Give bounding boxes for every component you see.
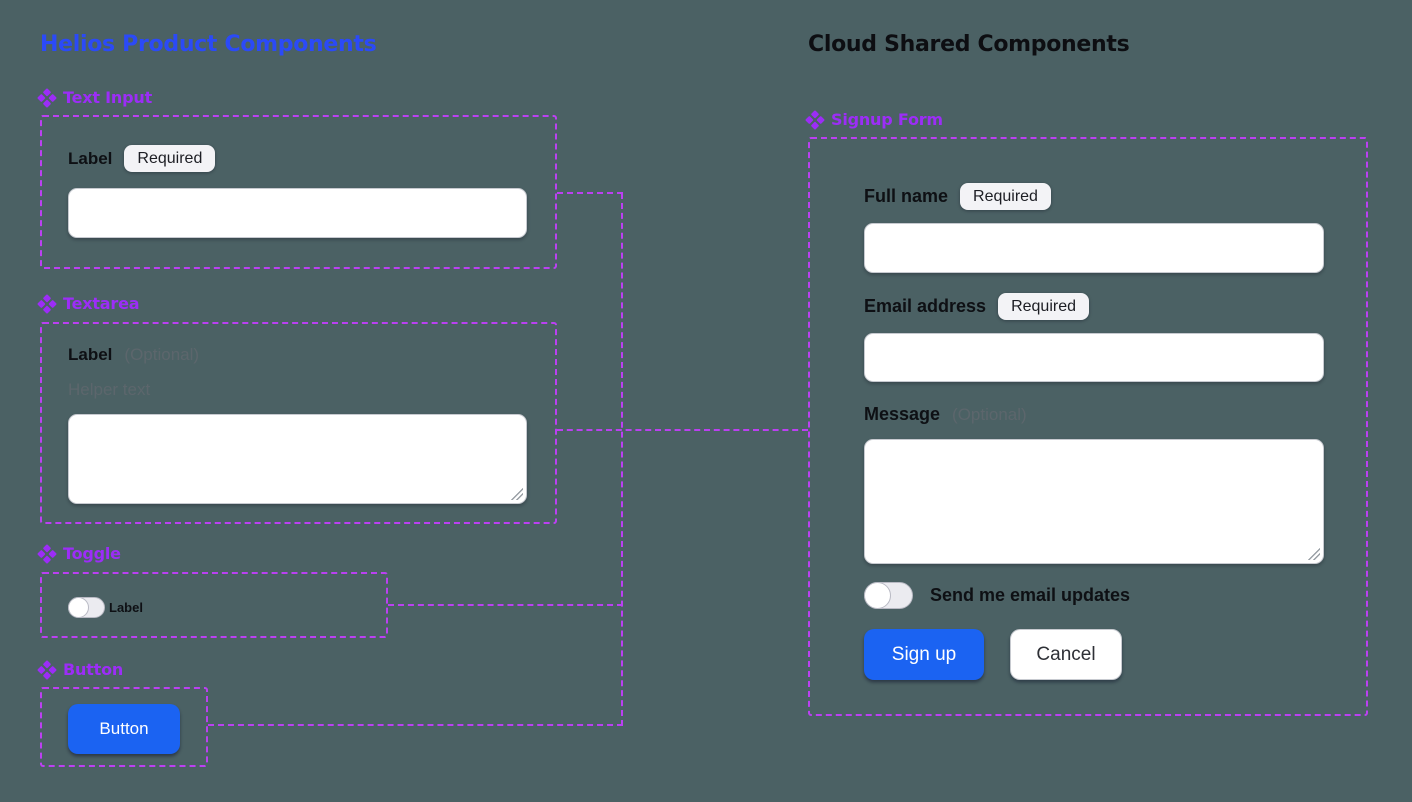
- helios-title: Helios Product Components: [40, 32, 377, 57]
- full-name-label: Full name: [864, 186, 949, 207]
- textarea-frame: Label (Optional) Helper text: [40, 322, 557, 524]
- textarea-label-row: Label (Optional): [68, 345, 199, 365]
- text-input-label: Label: [68, 148, 113, 168]
- component-icon: [37, 659, 57, 680]
- connector-textarea-to-form-line: [557, 429, 808, 431]
- button-header-label: Button: [63, 660, 124, 679]
- textarea-component-header: Textarea: [37, 293, 140, 314]
- message-textarea[interactable]: [864, 439, 1324, 564]
- button-primary[interactable]: Button: [68, 704, 180, 754]
- message-label: Message: [864, 404, 941, 424]
- full-name-label-row: Full name Required: [864, 183, 1051, 211]
- email-label-row: Email address Required: [864, 293, 1089, 321]
- button-component-header: Button: [37, 659, 124, 680]
- signup-form-component-header: Signup Form: [805, 109, 943, 130]
- connector-toggle-line: [388, 604, 623, 606]
- required-badge: Required: [960, 183, 1051, 211]
- text-input-component-header: Text Input: [37, 87, 153, 108]
- full-name-input[interactable]: [864, 223, 1324, 273]
- text-input-field[interactable]: [68, 188, 527, 238]
- toggle-knob-icon: [864, 581, 891, 609]
- component-icon: [37, 293, 57, 314]
- toggle-label: Label: [109, 600, 143, 615]
- button-frame: Button: [40, 687, 208, 767]
- cancel-button[interactable]: Cancel: [1010, 629, 1122, 680]
- message-optional-hint: (Optional): [952, 404, 1027, 424]
- email-input[interactable]: [864, 333, 1324, 382]
- connector-text-input-line: [557, 192, 623, 194]
- textarea-optional-hint: (Optional): [124, 345, 200, 364]
- component-icon: [37, 87, 57, 108]
- toggle-knob-icon: [68, 596, 89, 618]
- email-updates-toggle-switch[interactable]: [864, 581, 913, 609]
- component-icon: [805, 109, 825, 130]
- text-input-header-label: Text Input: [63, 88, 153, 107]
- cloud-title: Cloud Shared Components: [808, 32, 1130, 57]
- email-label: Email address: [864, 296, 987, 317]
- signup-form-frame: Full name Required Email address Require…: [808, 137, 1368, 716]
- message-label-row: Message (Optional): [864, 404, 1027, 425]
- required-badge: Required: [124, 145, 216, 173]
- signup-button[interactable]: Sign up: [864, 629, 984, 680]
- component-icon: [37, 543, 57, 564]
- textarea-field[interactable]: [68, 414, 527, 504]
- toggle-switch[interactable]: [68, 596, 105, 618]
- toggle-header-label: Toggle: [63, 544, 121, 563]
- toggle-component-header: Toggle: [37, 543, 121, 564]
- signup-form-header-label: Signup Form: [831, 110, 943, 129]
- required-badge: Required: [998, 293, 1089, 321]
- textarea-label: Label: [68, 345, 113, 364]
- textarea-header-label: Textarea: [63, 294, 140, 313]
- toggle-frame: Label: [40, 572, 388, 638]
- text-input-label-row: Label Required: [68, 145, 216, 173]
- textarea-helper-text: Helper text: [68, 380, 151, 399]
- connector-trunk-line: [621, 193, 623, 726]
- text-input-frame: Label Required: [40, 115, 557, 269]
- connector-button-line: [208, 724, 623, 726]
- email-updates-toggle-label: Send me email updates: [930, 585, 1131, 605]
